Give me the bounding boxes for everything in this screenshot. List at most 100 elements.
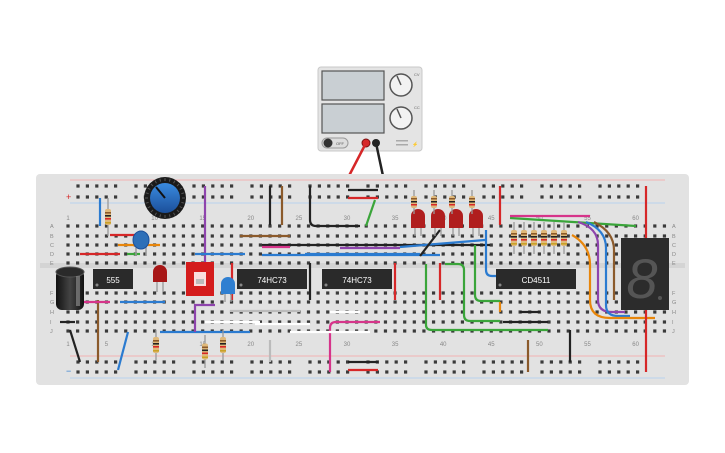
resistor	[511, 222, 517, 254]
row-letter: A	[672, 224, 676, 230]
seven-segment-digit: 8	[626, 247, 657, 310]
row-letter: C	[50, 243, 54, 249]
row-letter: H	[672, 310, 676, 316]
resistor	[531, 222, 537, 254]
row-letter: E	[672, 261, 676, 267]
row-letter: A	[50, 224, 54, 230]
knob2-label: CC	[414, 105, 420, 110]
seven-segment-display: 8	[621, 238, 669, 310]
column-number: 60	[632, 216, 639, 222]
column-number: 1	[66, 342, 70, 348]
resistor	[541, 222, 547, 254]
row-letter: H	[50, 310, 54, 316]
column-number: 15	[199, 216, 206, 222]
column-number: 30	[344, 342, 351, 348]
resistor	[411, 190, 417, 214]
column-number: 55	[584, 216, 591, 222]
column-number: 20	[247, 216, 254, 222]
dip-switch[interactable]	[186, 262, 214, 296]
column-number: 35	[392, 342, 399, 348]
wire	[328, 320, 380, 372]
knob1-label: CV	[414, 72, 420, 77]
chip-555[interactable]: 555	[93, 269, 133, 289]
chip-74hc73-a-label: 74HC73	[257, 276, 287, 285]
wire	[445, 262, 500, 323]
row-letter: D	[672, 252, 676, 258]
resistor	[220, 330, 226, 360]
wire	[571, 234, 655, 320]
column-number: 60	[632, 342, 639, 348]
wire	[593, 221, 616, 300]
row-letter: F	[672, 291, 676, 297]
wire	[484, 230, 500, 278]
wires[interactable]	[60, 186, 655, 372]
column-number: 5	[105, 342, 109, 348]
resistor	[202, 335, 208, 368]
resistor	[449, 190, 455, 214]
chip-555-label: 555	[106, 276, 120, 285]
row-letter: F	[50, 291, 54, 297]
wire	[424, 264, 548, 332]
wire	[473, 245, 500, 303]
row-letter: B	[672, 234, 676, 240]
current-display	[321, 103, 385, 134]
column-number: 25	[296, 342, 303, 348]
wire	[193, 303, 215, 332]
row-letter: G	[672, 300, 676, 306]
wire	[116, 331, 130, 371]
voltage-display	[321, 70, 385, 101]
resistor	[153, 330, 159, 360]
resistor	[105, 198, 111, 236]
wire	[364, 199, 377, 227]
column-number: 10	[151, 216, 158, 222]
resistor	[521, 222, 527, 254]
wire	[399, 238, 486, 249]
chip-74hc73-b-label: 74HC73	[342, 276, 372, 285]
resistor	[551, 222, 557, 254]
chip-cd4511-label: CD4511	[522, 276, 551, 285]
row-letter: I	[672, 320, 674, 326]
led-blue	[221, 277, 235, 302]
column-number: 30	[344, 216, 351, 222]
row-letter: G	[50, 300, 54, 306]
rail-minus-label: −	[66, 366, 71, 376]
power-switch-label: OFF	[336, 141, 345, 146]
wire	[585, 220, 630, 318]
row-letter: C	[672, 243, 676, 249]
chip-74hc73-a[interactable]: 74HC73	[237, 269, 307, 289]
svg-text:⚡: ⚡	[412, 141, 418, 148]
column-number: 45	[488, 342, 495, 348]
led-red	[153, 265, 167, 292]
electrolytic-capacitor	[55, 266, 85, 310]
column-number: 20	[247, 342, 254, 348]
column-number: 1	[66, 216, 70, 222]
row-letter: E	[50, 261, 54, 267]
row-letter: B	[50, 234, 54, 240]
row-letter: I	[50, 320, 52, 326]
wire	[308, 186, 360, 228]
column-number: 55	[584, 342, 591, 348]
power-supply[interactable]: CV CC OFF ⚡	[317, 66, 423, 152]
ceramic-capacitor	[132, 230, 150, 256]
wire	[509, 216, 637, 228]
rail-plus-label: +	[66, 192, 71, 202]
column-number: 25	[296, 216, 303, 222]
potentiometer[interactable]	[144, 177, 186, 219]
column-number: 45	[488, 216, 495, 222]
resistor	[561, 222, 567, 254]
column-number: 50	[536, 342, 543, 348]
column-number: 35	[392, 216, 399, 222]
led-bar	[411, 190, 483, 236]
wire	[68, 329, 82, 363]
row-letter: J	[672, 329, 675, 335]
wire	[419, 229, 441, 257]
resistor	[431, 190, 437, 214]
column-number: 40	[440, 342, 447, 348]
chip-cd4511[interactable]: CD4511	[496, 269, 576, 289]
row-letter: J	[50, 329, 53, 335]
row-letter: D	[50, 252, 54, 258]
resistor	[469, 190, 475, 214]
chip-74hc73-b[interactable]: 74HC73	[322, 269, 392, 289]
resistors	[105, 198, 567, 368]
